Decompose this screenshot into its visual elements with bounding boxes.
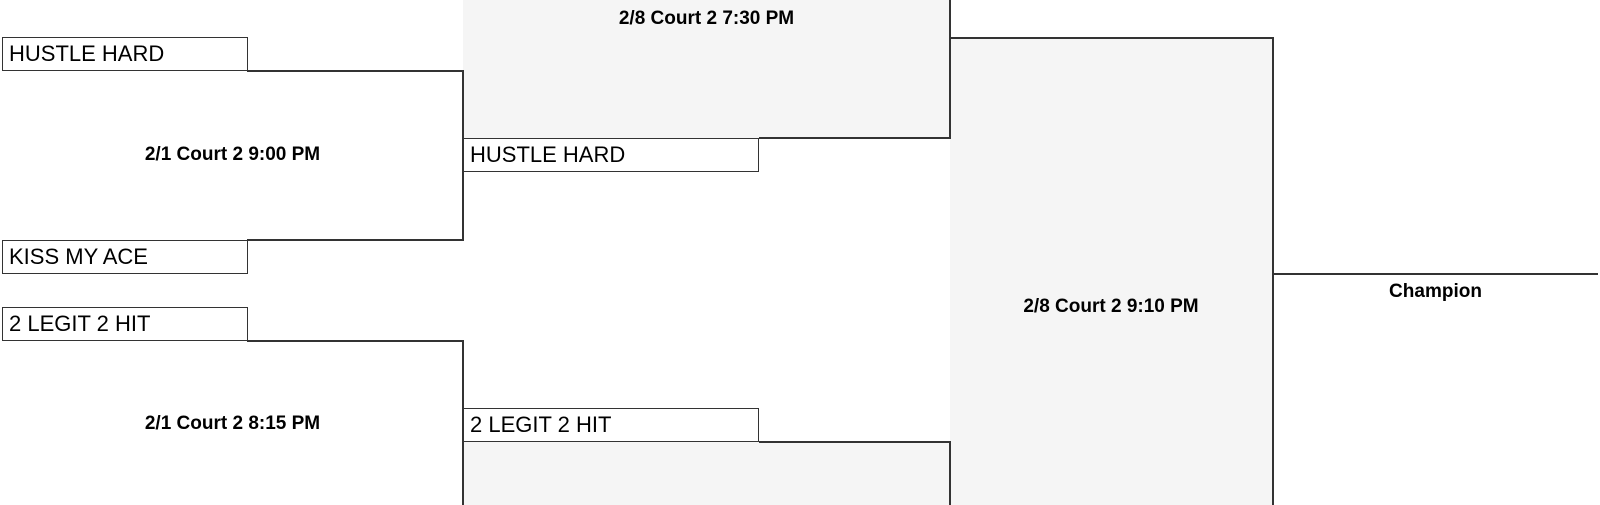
r2-bottom-horizontal-connector: [759, 441, 951, 443]
champion-label: Champion: [1389, 281, 1482, 302]
team-box-r2-top[interactable]: HUSTLE HARD: [463, 138, 759, 172]
round2-top-match-region: [463, 0, 950, 138]
team-box-r1a-bottom[interactable]: KISS MY ACE: [2, 240, 248, 274]
r1a-top-connector: [247, 70, 464, 72]
r2-top-horizontal-connector: [759, 137, 951, 139]
r1a-vertical-connector: [462, 70, 464, 240]
round2-bottom-match-region: [463, 442, 950, 505]
match-label-r1a: 2/1 Court 2 9:00 PM: [144, 144, 321, 165]
r1b-top-connector: [247, 340, 464, 342]
final-top-connector: [949, 37, 1274, 39]
final-vertical-connector: [1272, 37, 1274, 505]
match-label-r2-top: 2/8 Court 2 7:30 PM: [618, 8, 795, 29]
team-box-r2-bottom[interactable]: 2 LEGIT 2 HIT: [463, 408, 759, 442]
match-label-final: 2/8 Court 2 9:10 PM: [1023, 296, 1199, 317]
r2-bottom-vertical-connector: [949, 441, 951, 505]
champion-line: [1272, 273, 1598, 275]
r1b-vertical-connector: [462, 340, 464, 505]
r1a-bottom-connector: [247, 239, 464, 241]
match-label-r1b: 2/1 Court 2 8:15 PM: [144, 413, 321, 434]
final-match-region: [950, 37, 1273, 505]
team-box-r1b-top[interactable]: 2 LEGIT 2 HIT: [2, 307, 248, 341]
r2-top-vertical-connector: [949, 0, 951, 139]
team-box-r1a-top[interactable]: HUSTLE HARD: [2, 37, 248, 71]
